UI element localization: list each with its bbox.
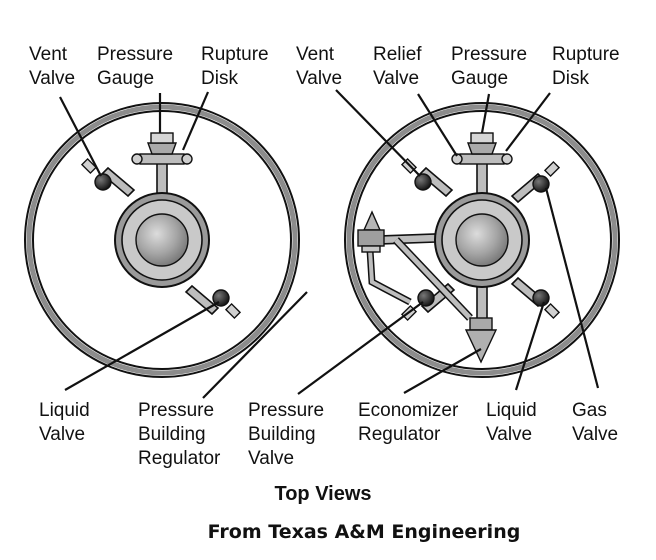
label-right-vent-valve: Vent Valve [296,44,342,89]
label-left-pressure-gauge: Pressure Gauge [97,44,178,89]
label-right-economizer-regulator: Economizer Regulator [358,400,464,445]
label-right-pressure-building-valve: Pressure Building Valve [248,400,329,469]
right-economizer-regulator-body [464,317,498,364]
right-gauge-assembly [451,132,513,165]
credit-line: From Texas A&M Engineering [208,521,521,543]
left-hub [114,192,210,288]
label-right-rupture-disk: Rupture Disk [552,44,625,89]
left-cylinder [24,102,300,378]
label-left-liquid-valve: Liquid Valve [39,400,95,445]
label-left-rupture-disk: Rupture Disk [201,44,274,89]
label-right-pressure-gauge: Pressure Gauge [451,44,532,89]
caption-top-views: Top Views [274,483,371,505]
label-right-gas-valve: Gas Valve [572,400,618,445]
right-liquid-valve-body [532,289,561,320]
labels: Vent Valve Pressure Gauge Rupture Disk V… [29,44,625,469]
label-right-liquid-valve: Liquid Valve [486,400,542,445]
right-pressure-building-regulator-body [357,210,385,253]
label-left-pressure-building-regulator: Pressure Building Regulator [138,400,221,469]
label-right-relief-valve: Relief Valve [373,44,427,89]
left-gauge-assembly [131,132,193,165]
leader-lines [59,89,600,399]
left-vent-valve-body [80,157,112,191]
right-gas-valve-body [532,160,561,193]
right-hub [434,192,530,288]
right-cylinder [344,102,620,378]
label-left-vent-valve: Vent Valve [29,44,75,89]
